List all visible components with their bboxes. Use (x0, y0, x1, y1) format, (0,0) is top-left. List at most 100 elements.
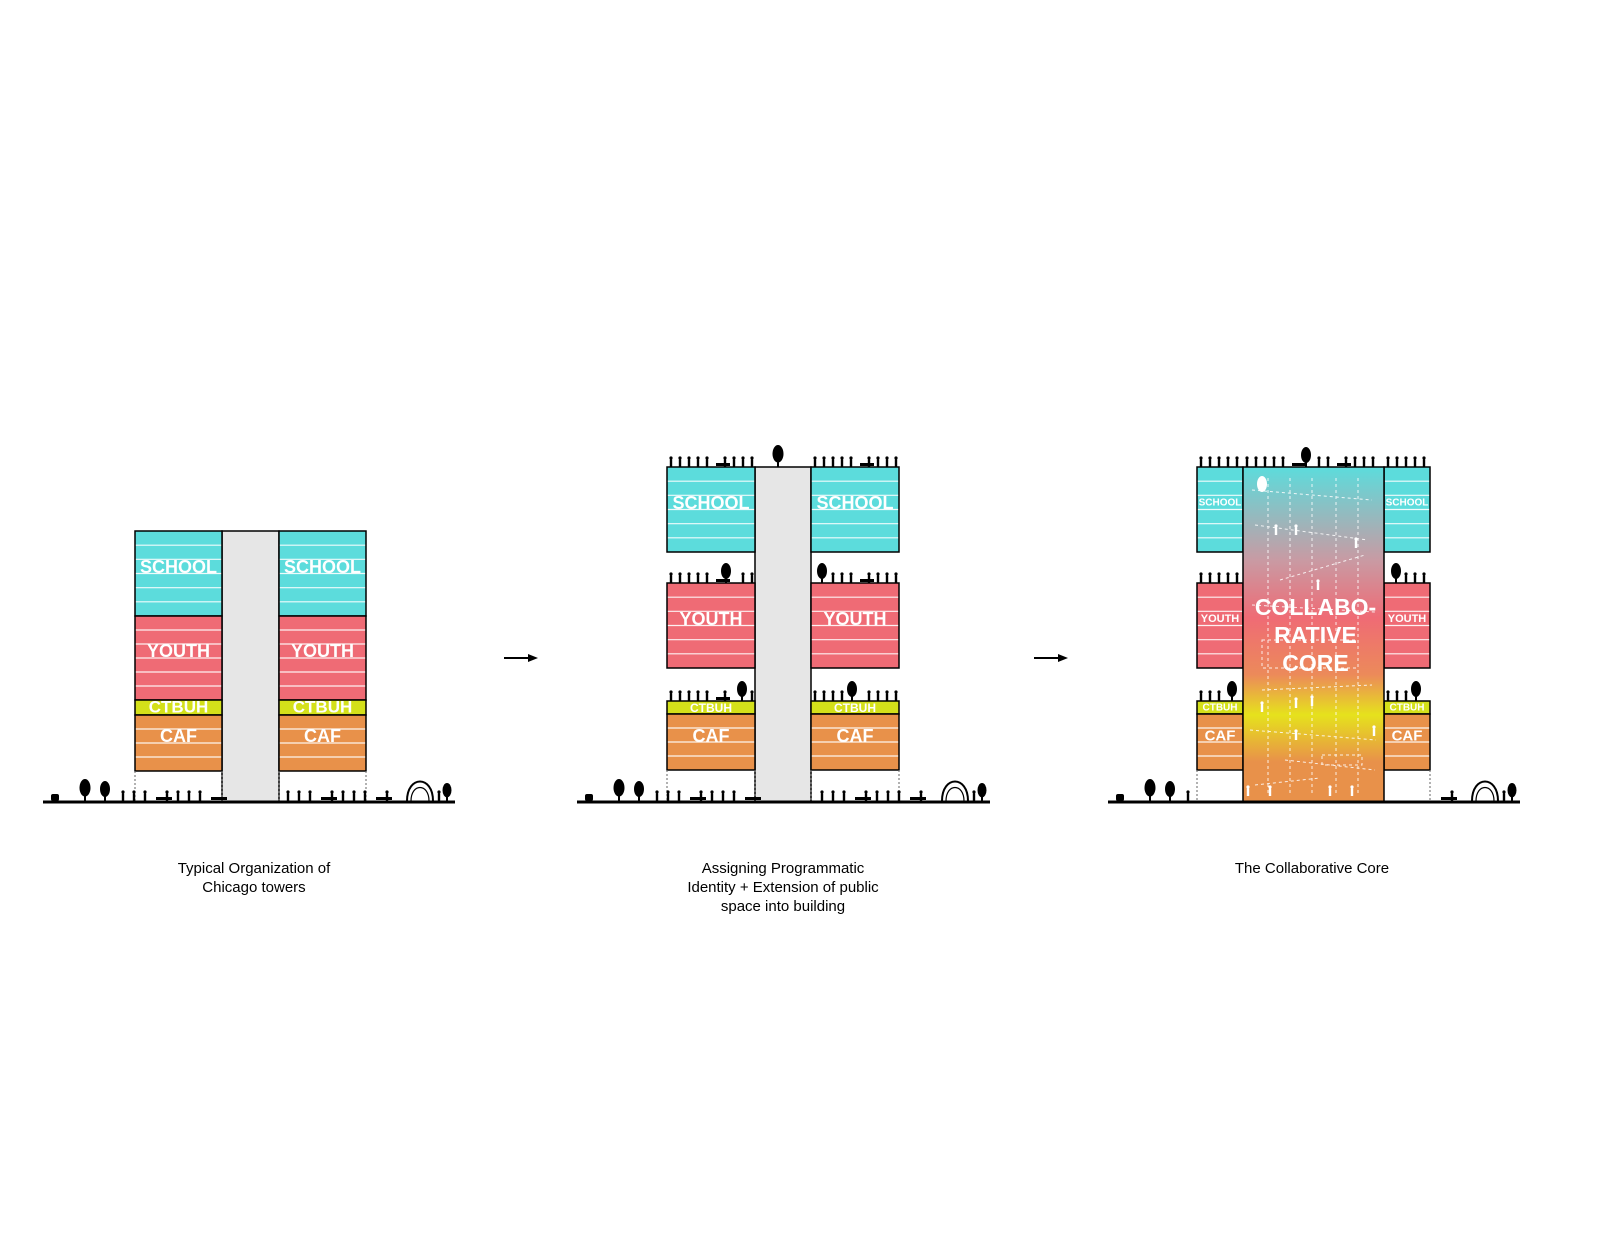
person-body (687, 575, 691, 583)
person-icon (1208, 572, 1212, 583)
person-head (705, 572, 709, 576)
person-head (1208, 456, 1212, 460)
person-head (732, 790, 736, 794)
person-body (894, 575, 898, 583)
person-head (876, 690, 880, 694)
person-body (876, 575, 880, 583)
person-head (1328, 785, 1332, 789)
service-core (754, 466, 812, 803)
person-body (687, 693, 691, 701)
tree-crown (1391, 563, 1401, 579)
person-icon (813, 690, 817, 701)
person-head (176, 790, 180, 794)
person-body (813, 693, 817, 701)
tree-crown (847, 681, 857, 697)
core-ramp-path (1251, 604, 1376, 613)
youth-label: YOUTH (680, 609, 743, 629)
person-icon (1217, 456, 1221, 467)
person-icon (696, 690, 700, 701)
person-head (132, 790, 136, 794)
person-icon (1235, 456, 1239, 467)
person-head (886, 790, 890, 794)
street-activity (51, 779, 452, 802)
bench-icon (211, 797, 227, 800)
person-body (1226, 575, 1230, 583)
person-head (1272, 456, 1276, 460)
school-label: SCHOOL (1199, 498, 1242, 509)
person-body (1246, 788, 1250, 796)
person-body (1386, 693, 1390, 701)
person-icon (198, 790, 202, 801)
tree-icon (613, 779, 625, 801)
ctbuh-block-right-fill (1384, 701, 1430, 714)
person-icon (1328, 785, 1332, 796)
person-body (831, 693, 835, 701)
youth-label: YOUTH (291, 641, 354, 661)
person-head (831, 790, 835, 794)
person-icon (840, 456, 844, 467)
person-head (143, 790, 147, 794)
person-body (820, 793, 824, 801)
person-head (1404, 690, 1408, 694)
person-body (822, 693, 826, 701)
person-head (1199, 456, 1203, 460)
sculpture-inner (410, 786, 430, 802)
person-body (831, 575, 835, 583)
arrow-head (528, 654, 538, 662)
person-head (1254, 456, 1258, 460)
person-icon (1246, 785, 1250, 796)
tree-icon (79, 779, 91, 801)
school-block-left (666, 466, 756, 553)
roof-activity (669, 456, 754, 467)
school-label: SCHOOL (1386, 498, 1429, 509)
school-block-right (810, 466, 900, 553)
tree-trunk (1169, 795, 1171, 801)
person-head (723, 690, 727, 694)
person-icon (1404, 572, 1408, 583)
person-head (864, 790, 868, 794)
person-head (1316, 579, 1320, 583)
person-body (696, 693, 700, 701)
person-body (1413, 459, 1417, 467)
person-head (1246, 785, 1250, 789)
person-icon (885, 572, 889, 583)
person-head (840, 456, 844, 460)
caption-line: Typical Organization of (177, 860, 331, 877)
person-icon (710, 790, 714, 801)
person-icon (1235, 572, 1239, 583)
person-head (1404, 456, 1408, 460)
person-icon (732, 790, 736, 801)
person-body (1254, 459, 1258, 467)
bench-icon (1441, 797, 1457, 800)
person-icon (894, 456, 898, 467)
person-head (710, 790, 714, 794)
person-head (750, 572, 754, 576)
person-icon (1353, 456, 1357, 467)
person-head (696, 690, 700, 694)
person-body (741, 459, 745, 467)
person-head (849, 572, 853, 576)
caf-block-left-outline (134, 714, 223, 772)
person-head (867, 572, 871, 576)
person-icon (1344, 456, 1348, 467)
person-icon (187, 790, 191, 801)
person-head (1217, 572, 1221, 576)
youth-block-right-outline (810, 582, 900, 669)
person-head (330, 790, 334, 794)
person-body (705, 693, 709, 701)
person-body (330, 793, 334, 801)
bench-icon (1292, 463, 1306, 466)
person-icon (840, 690, 844, 701)
person-icon (669, 456, 673, 467)
cloud-gate-sculpture-icon (406, 780, 434, 802)
person-head (867, 690, 871, 694)
person-head (1386, 690, 1390, 694)
bin-icon (585, 794, 593, 801)
person-head (1260, 701, 1264, 705)
person-icon (867, 690, 871, 701)
person-icon (385, 790, 389, 801)
person-body (723, 693, 727, 701)
person-icon (1404, 456, 1408, 467)
person-head (1263, 456, 1267, 460)
